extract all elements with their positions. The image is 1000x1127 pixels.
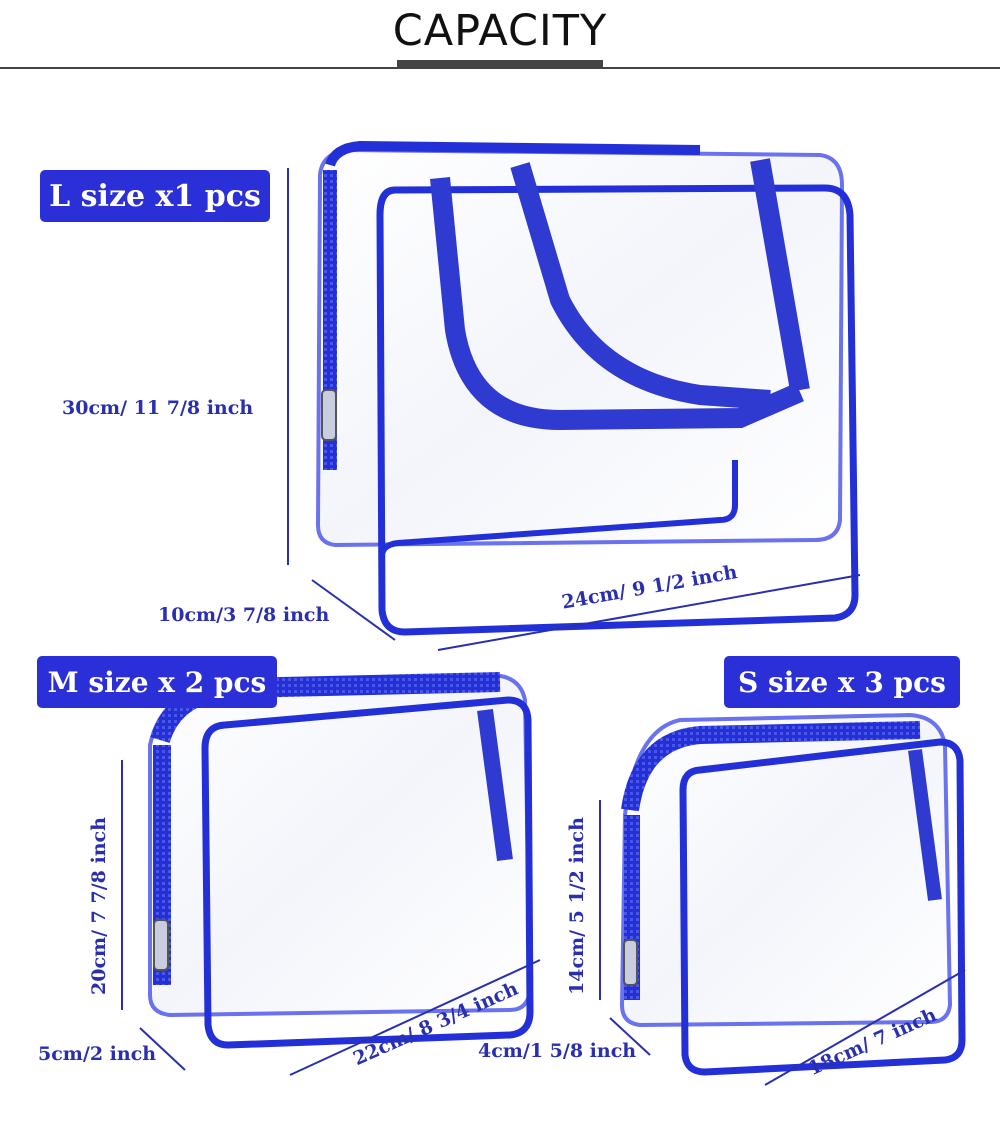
small-height-label: 14cm/ 5 1/2 inch [566,817,588,995]
medium-height-label: 20cm/ 7 7/8 inch [88,817,110,995]
large-bag [287,140,861,651]
large-height-label: 30cm/ 11 7/8 inch [62,397,254,419]
header-divider [0,67,1000,69]
small-size-badge: S size x 3 pcs [724,656,960,708]
header-underline-bar [397,60,603,68]
medium-depth-label: 5cm/2 inch [38,1043,157,1065]
page-title: CAPACITY [392,6,608,56]
large-size-badge: L size x1 pcs [40,170,270,222]
large-depth-label: 10cm/3 7/8 inch [158,604,330,626]
small-depth-label: 4cm/1 5/8 inch [478,1040,637,1062]
medium-size-badge: M size x 2 pcs [37,656,277,708]
small-bag [599,712,966,1086]
